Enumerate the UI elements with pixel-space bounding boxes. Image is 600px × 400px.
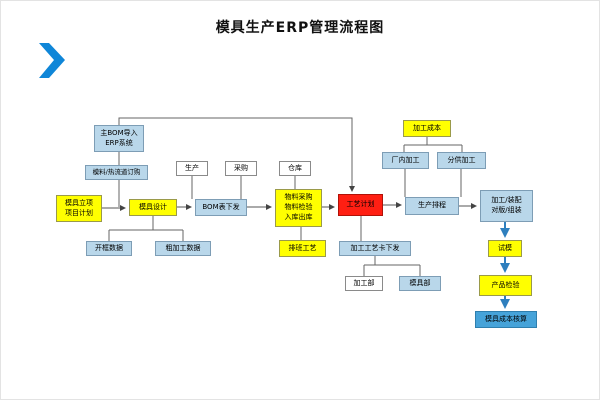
node-material-order: 模料/热流道订购 bbox=[85, 165, 148, 180]
diagram-title: 模具生产ERP管理流程图 bbox=[215, 20, 385, 36]
node-mold-dept: 模具部 bbox=[399, 276, 441, 291]
node-process-plan: 工艺计划 bbox=[338, 194, 383, 216]
node-mold-design: 模具设计 bbox=[129, 199, 177, 216]
node-production: 生产 bbox=[176, 161, 208, 176]
node-assembly: 加工/装配 对版/组装 bbox=[480, 190, 533, 222]
node-rough-data: 粗加工数据 bbox=[155, 241, 211, 256]
node-trial-mold: 试模 bbox=[488, 240, 522, 257]
blue-chevron-icon bbox=[39, 43, 65, 78]
node-bom-issue: BOM表下发 bbox=[195, 199, 247, 216]
node-warehouse: 仓库 bbox=[279, 161, 311, 176]
node-purchase: 采购 bbox=[225, 161, 257, 176]
node-outsource-process: 分供加工 bbox=[437, 152, 486, 169]
node-shift-process: 排班工艺 bbox=[279, 240, 326, 257]
node-prod-schedule: 生产排程 bbox=[405, 197, 459, 215]
node-frame-data: 开框数据 bbox=[86, 241, 132, 256]
node-material-flow: 物料采购 物料检验 入库出库 bbox=[275, 189, 322, 227]
node-inhouse-process: 厂内加工 bbox=[382, 152, 429, 169]
node-product-inspect: 产品检验 bbox=[479, 275, 532, 296]
node-process-card: 加工工艺卡下发 bbox=[339, 241, 411, 256]
node-project-init: 模具立项 项目计划 bbox=[56, 195, 102, 222]
node-processing-dept: 加工部 bbox=[345, 276, 383, 291]
node-bom-import: 主BOM导入 ERP系统 bbox=[94, 125, 144, 152]
node-processing-cost: 加工成本 bbox=[403, 120, 451, 137]
node-cost-accounting: 模具成本核算 bbox=[475, 311, 537, 328]
